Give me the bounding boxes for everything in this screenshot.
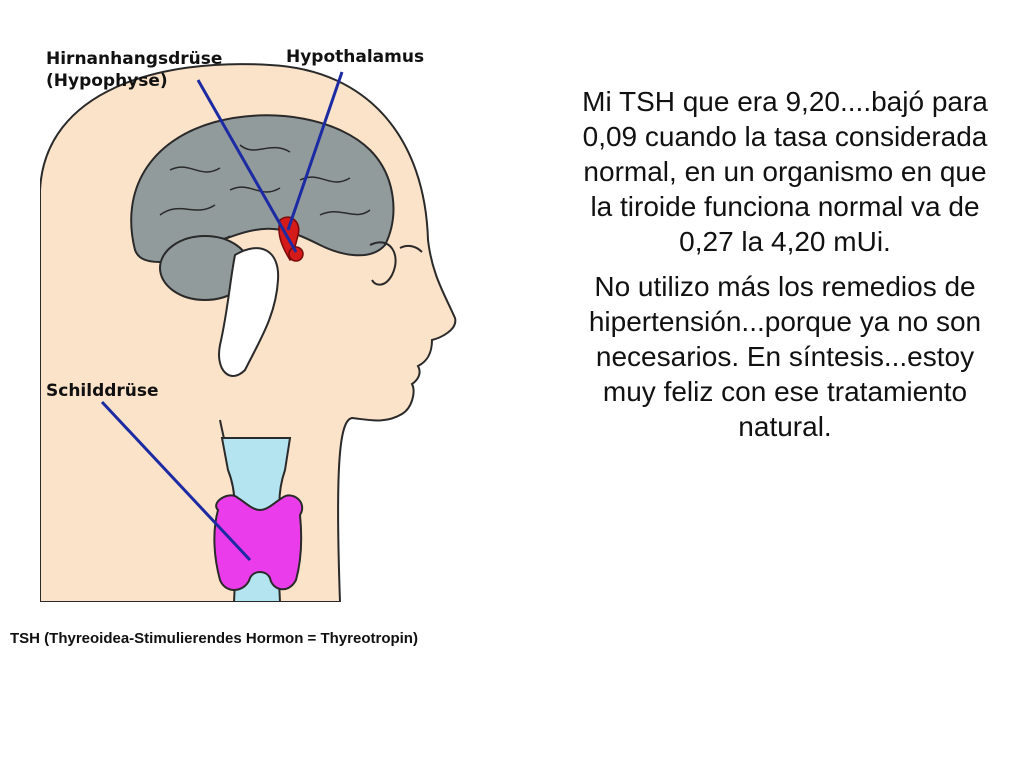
hypophysis-shape (288, 246, 304, 262)
body-text: Mi TSH que era 9,20....bajó para 0,09 cu… (572, 84, 998, 454)
thyroid-gland (213, 494, 303, 591)
thyroid-diagram: Hirnanhangsdrüse (Hypophyse) Hypothalamu… (40, 40, 458, 602)
ear (369, 241, 397, 286)
brainstem (218, 247, 280, 377)
hypophyse-pointer (196, 79, 298, 253)
eye (399, 244, 423, 253)
paragraph-hypertension: No utilizo más los remedios de hipertens… (588, 271, 982, 442)
anatomy-illustration (40, 63, 457, 602)
figure-caption: TSH (Thyreoidea-Stimulierendes Hormon = … (10, 630, 418, 647)
label-hypothalamus: Hypothalamus (286, 47, 425, 67)
schilddruse-pointer (100, 400, 252, 562)
label-schilddruse: Schilddrüse (46, 381, 159, 401)
hypothalamus-pointer (286, 71, 344, 231)
paragraph-tsh: Mi TSH que era 9,20....bajó para 0,09 cu… (582, 86, 988, 257)
label-hypophyse: Hirnanhangsdrüse (Hypophyse) (46, 49, 223, 91)
